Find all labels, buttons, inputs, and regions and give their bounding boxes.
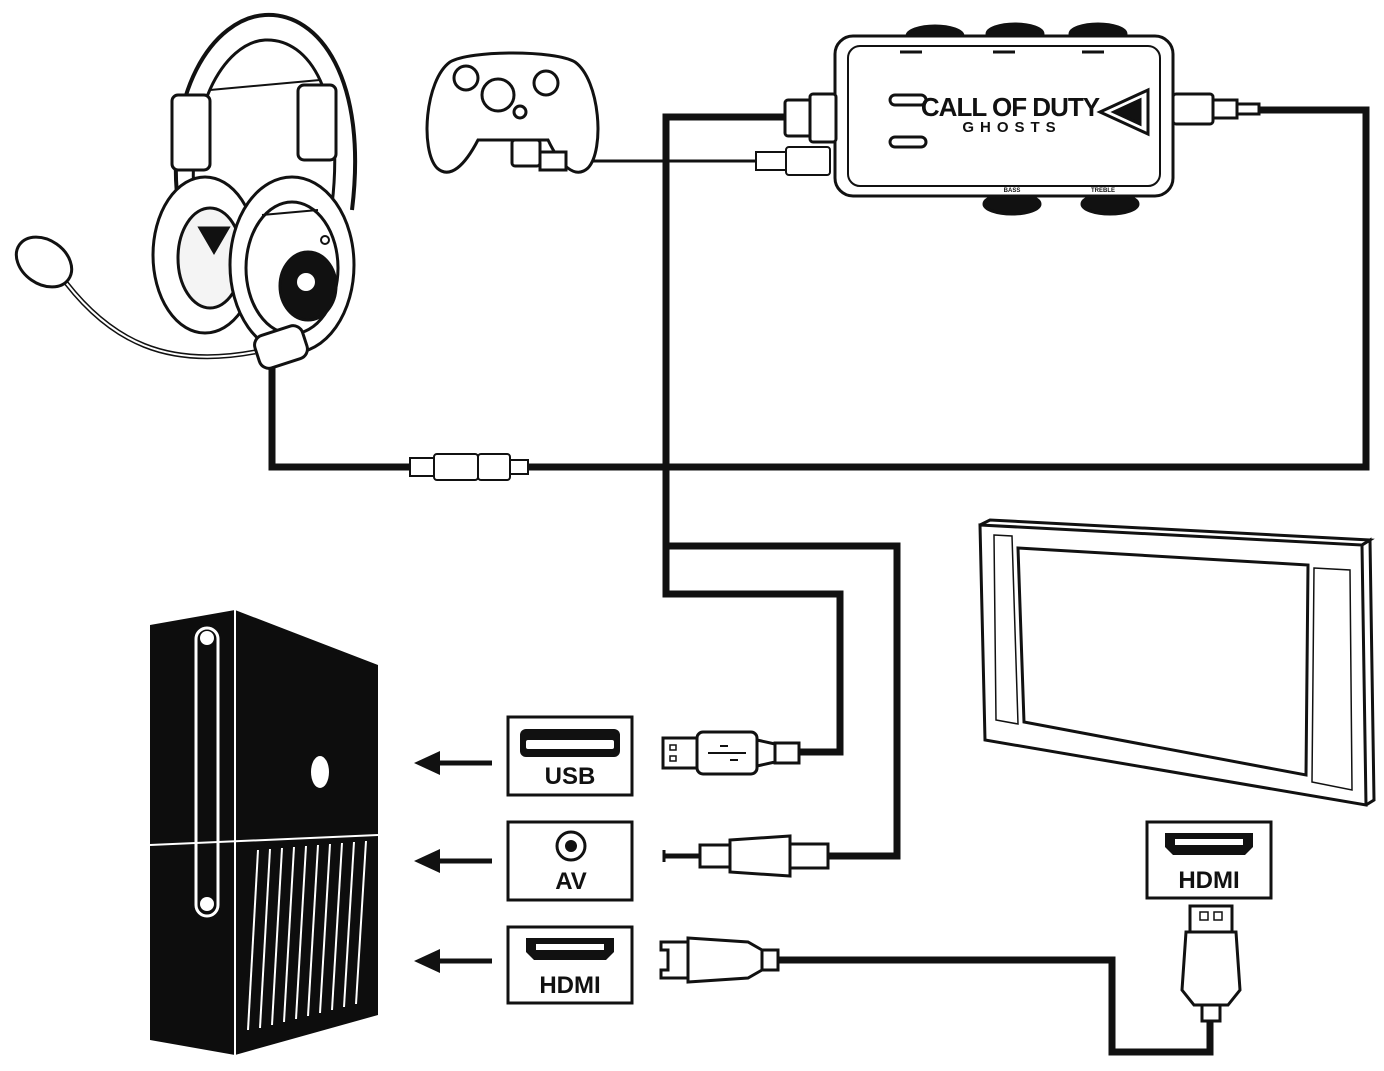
- av-port-box: AV: [506, 820, 634, 902]
- cables: [268, 106, 1370, 1056]
- hdmi-plug-icon: [659, 936, 780, 984]
- amplifier-icon: [783, 22, 1261, 216]
- av-cable: [666, 542, 901, 860]
- tv-hdmi-port-label: HDMI: [1178, 867, 1239, 894]
- inline-connector: [409, 453, 529, 481]
- hdmi-plug-icon: [1180, 904, 1242, 1023]
- amp-brand-line2: GHOSTS: [962, 119, 1061, 136]
- headset-cable-right: [528, 106, 1370, 471]
- arrow-left-icon: [414, 849, 492, 873]
- usb-cable: [662, 113, 844, 756]
- av-plug-icon: [662, 834, 830, 878]
- controller-plug: [755, 146, 831, 176]
- console-hdmi-port-label: HDMI: [539, 972, 600, 999]
- amp-brand-line1: CALL OF DUTY: [921, 92, 1100, 122]
- headset-cable-left: [268, 365, 412, 471]
- tv-hdmi-port-box: HDMI: [1145, 820, 1273, 900]
- arrows: [414, 751, 492, 973]
- av-port-label: AV: [555, 868, 587, 895]
- usb-port-box: USB: [506, 715, 634, 797]
- console-hdmi-port-box: HDMI: [506, 925, 634, 1005]
- amp-treble-label: TREBLE: [1091, 188, 1115, 194]
- tv-icon: [978, 518, 1376, 807]
- usb-port-label: USB: [545, 763, 596, 790]
- arrow-left-icon: [414, 949, 492, 973]
- hdmi-cable: [778, 956, 1214, 1056]
- headset-icon: [14, 12, 358, 370]
- arrow-left-icon: [414, 751, 492, 775]
- controller-icon: [425, 51, 600, 174]
- usb-plug-icon: [661, 730, 801, 776]
- amp-bass-label: BASS: [1004, 188, 1021, 194]
- console-icon: [149, 610, 379, 1055]
